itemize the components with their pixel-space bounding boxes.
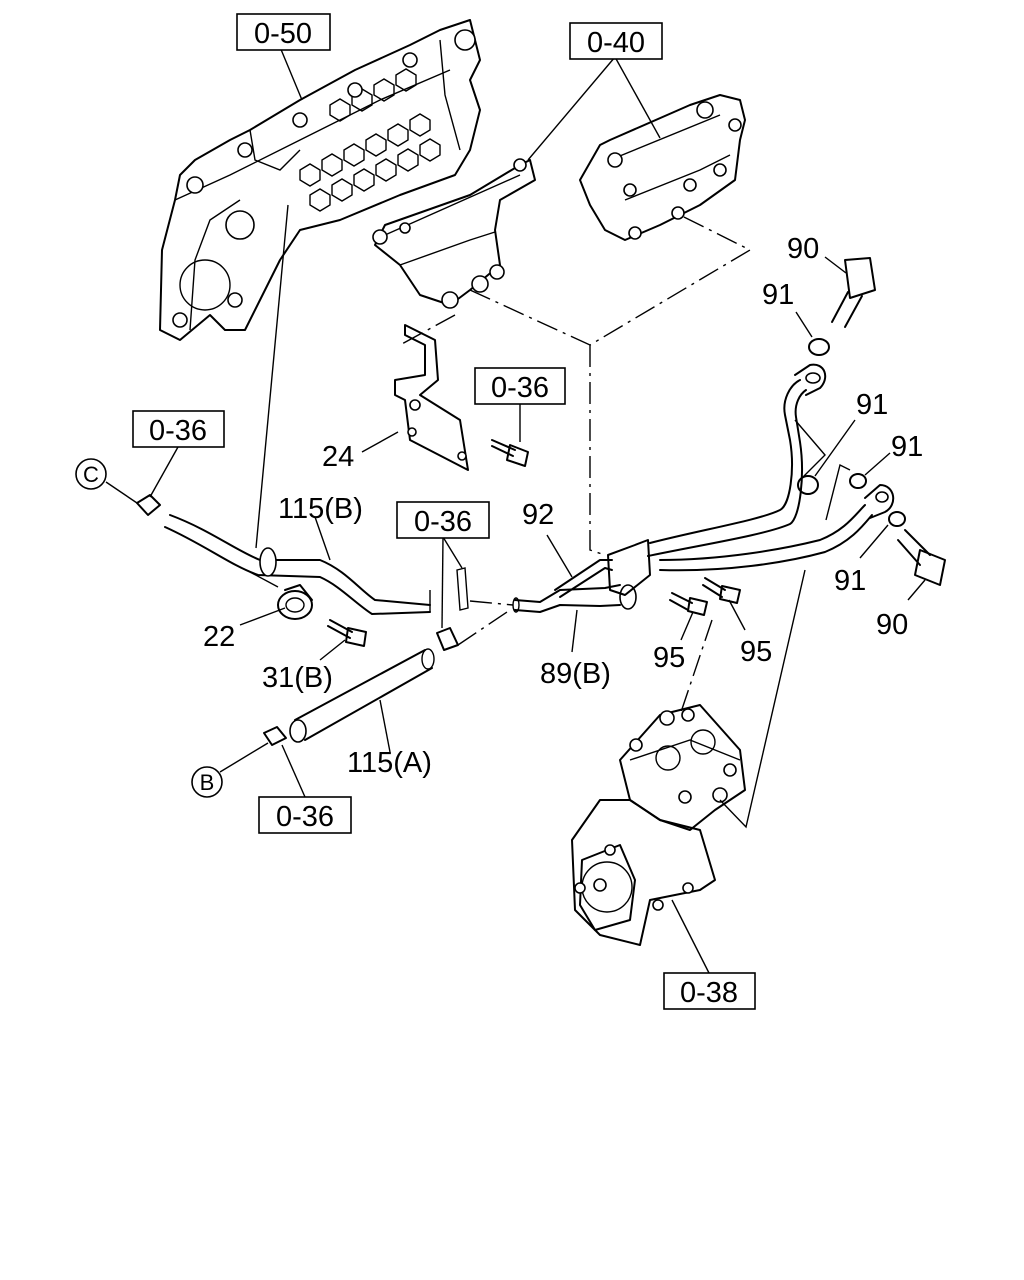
air-compressor-drawing — [571, 704, 746, 946]
ref-box-0-38[interactable]: 0-38 — [663, 972, 756, 1010]
ref-box-0-40[interactable]: 0-40 — [569, 22, 663, 60]
hose-115B-drawing — [164, 514, 431, 615]
washer-91-top-drawing — [808, 338, 830, 356]
bolt-31B-drawing — [327, 619, 367, 647]
bracket-24-drawing — [394, 324, 469, 471]
ref-box-0-36-left[interactable]: 0-36 — [132, 410, 225, 448]
part-label-95b[interactable]: 95 — [740, 636, 772, 668]
part-label-91-mid[interactable]: 91 — [856, 389, 888, 421]
callout-B[interactable]: B — [191, 766, 223, 798]
compressor-head-casting-drawing — [579, 94, 746, 241]
callout-B-label: B — [200, 770, 215, 795]
part-label-91-low[interactable]: 91 — [834, 565, 866, 597]
washer-91-low-drawing — [888, 511, 906, 527]
clip-c-drawing — [136, 494, 161, 516]
bolt-bracket-drawing — [491, 439, 529, 467]
clip-mid-small-drawing — [456, 567, 469, 611]
mounting-bracket-drawing — [372, 158, 536, 309]
ref-box-0-36-bottom[interactable]: 0-36 — [258, 796, 352, 834]
bolt-90-low-drawing — [897, 529, 946, 586]
ref-0-36-left-label: 0-36 — [149, 415, 207, 447]
washer-91-mid-drawing — [797, 475, 819, 495]
hose-115A-drawing — [289, 648, 435, 743]
ref-0-36-mid-label: 0-36 — [414, 506, 472, 538]
ref-0-50-label: 0-50 — [254, 18, 312, 50]
clip-mid-drawing — [436, 627, 459, 651]
callout-C[interactable]: C — [75, 458, 107, 490]
part-label-115B[interactable]: 115(B) — [278, 493, 363, 525]
bolt-95b-drawing — [702, 577, 741, 604]
washer-91-right-drawing — [849, 473, 867, 489]
ref-0-38-label: 0-38 — [680, 977, 738, 1009]
ref-box-0-36-mid[interactable]: 0-36 — [396, 501, 490, 539]
part-label-95a[interactable]: 95 — [653, 642, 685, 674]
part-label-90-low[interactable]: 90 — [876, 609, 908, 641]
part-label-92[interactable]: 92 — [522, 499, 554, 531]
part-label-22[interactable]: 22 — [203, 621, 235, 653]
ref-0-40-label: 0-40 — [587, 27, 645, 59]
part-label-91-top[interactable]: 91 — [762, 279, 794, 311]
part-label-89B[interactable]: 89(B) — [540, 658, 611, 690]
intake-manifold-drawing — [159, 19, 481, 341]
ref-0-36-bottom-label: 0-36 — [276, 801, 334, 833]
bolt-90-top-drawing — [831, 257, 876, 328]
callout-C-label: C — [83, 462, 99, 487]
part-label-90-top[interactable]: 90 — [787, 233, 819, 265]
pipe-89B-92-drawing — [512, 539, 651, 613]
bolt-95a-drawing — [669, 592, 708, 616]
hose-clamp-22-drawing — [277, 584, 313, 620]
ref-box-0-36-bracket[interactable]: 0-36 — [474, 367, 566, 405]
leader-lines — [105, 46, 926, 974]
ref-0-36-bracket-label: 0-36 — [491, 372, 549, 404]
ref-box-0-50[interactable]: 0-50 — [236, 13, 331, 51]
part-label-91-right[interactable]: 91 — [891, 431, 923, 463]
part-label-31B[interactable]: 31(B) — [262, 662, 333, 694]
pipe-long-drawing — [647, 363, 895, 572]
part-label-24[interactable]: 24 — [322, 441, 354, 473]
part-label-115A[interactable]: 115(A) — [347, 747, 432, 779]
clip-b-drawing — [263, 726, 287, 746]
